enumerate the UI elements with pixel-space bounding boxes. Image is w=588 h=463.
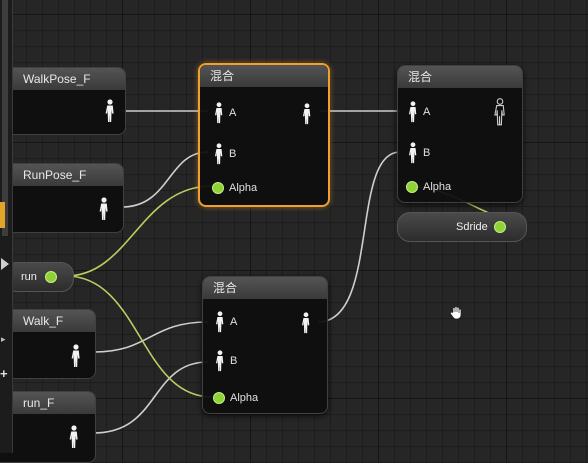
walk-pose-node[interactable]: WalkPose_F [0,67,126,135]
run-node[interactable]: run_F [0,391,96,463]
pin-alpha-label: Alpha [229,182,258,194]
blend-node-2[interactable]: 混合 A B Alpha [397,65,523,203]
blend-node-2-pin-b[interactable]: B [408,143,430,163]
output-pose-outline-icon[interactable] [494,98,506,126]
pose-figure-icon[interactable] [214,143,224,165]
pose-figure-icon[interactable] [408,101,418,123]
blend-node-2-pin-alpha[interactable]: Alpha [406,177,451,197]
left-side-panel: ▸ + [0,0,13,453]
bool-pin-icon[interactable] [212,182,224,194]
blend-node-1-pin-a[interactable]: A [214,103,236,123]
bool-pin-icon[interactable] [213,392,225,404]
blend-node-1[interactable]: 混合 A B Alpha [198,63,330,207]
blend-node-3-pin-alpha[interactable]: Alpha [213,388,258,408]
run-pose-node-title: RunPose_F [0,164,123,186]
pin-a-label: A [423,106,431,118]
hand-cursor-icon [450,306,462,320]
blend-node-3-pin-b[interactable]: B [215,351,237,371]
wire-run-to-blend1-alpha [65,185,213,277]
pose-figure-icon[interactable] [105,98,115,124]
wire-run-to-blend3-alpha [65,275,213,398]
walk-node-title: Walk_F [0,310,95,332]
pose-figure-icon[interactable] [71,343,81,369]
blend-node-3-title: 混合 [203,277,327,299]
wire-blend3-out-to-blend2-b [317,151,401,323]
pose-figure-icon[interactable] [69,424,79,450]
collapse-arrow-icon[interactable] [1,258,9,270]
stride-variable-getter[interactable]: Sdride [397,212,527,242]
pin-alpha-label: Alpha [423,181,452,193]
blend-node-2-title: 混合 [398,66,522,88]
bool-pin-icon[interactable] [406,181,418,193]
add-icon[interactable]: + [0,366,8,381]
blend-node-3[interactable]: 混合 A B Alpha [202,276,328,414]
panel-selection-marker [0,202,5,228]
blend-node-1-pin-alpha[interactable]: Alpha [212,178,257,198]
walk-pose-node-title: WalkPose_F [0,68,125,90]
pin-alpha-label: Alpha [230,392,259,404]
run-variable-label: run [21,271,37,283]
pose-figure-icon[interactable] [215,311,225,333]
float-pin-icon[interactable] [493,221,506,233]
panel-scrollbar[interactable] [2,0,8,236]
walk-node[interactable]: Walk_F [0,309,96,379]
pin-b-label: B [423,147,431,159]
pin-a-label: A [229,107,237,119]
run-pose-node[interactable]: RunPose_F [0,163,124,233]
pin-a-label: A [230,316,238,328]
pose-figure-icon[interactable] [408,142,418,164]
pin-b-label: B [230,355,238,367]
chevron-icon[interactable]: ▸ [1,334,6,344]
wire-walk-to-blend3-a [93,321,209,353]
run-variable-getter[interactable]: run [4,262,74,292]
wire-runpose-to-blend1-b [121,151,209,208]
blend-node-1-pin-b[interactable]: B [214,144,236,164]
pose-figure-icon[interactable] [99,196,109,222]
stride-variable-label: Sdride [456,221,488,233]
pose-figure-icon[interactable] [301,312,311,334]
pose-figure-icon[interactable] [214,102,224,124]
run-node-title: run_F [0,392,95,414]
bool-pin-icon[interactable] [44,271,57,283]
wire-run-to-blend3-b [93,361,209,434]
blend-node-3-pin-a[interactable]: A [215,312,237,332]
blend-node-1-title: 混合 [200,65,328,87]
pose-figure-icon[interactable] [302,103,312,125]
pose-figure-icon[interactable] [215,350,225,372]
pin-b-label: B [229,148,237,160]
blend-node-2-pin-a[interactable]: A [408,102,430,122]
